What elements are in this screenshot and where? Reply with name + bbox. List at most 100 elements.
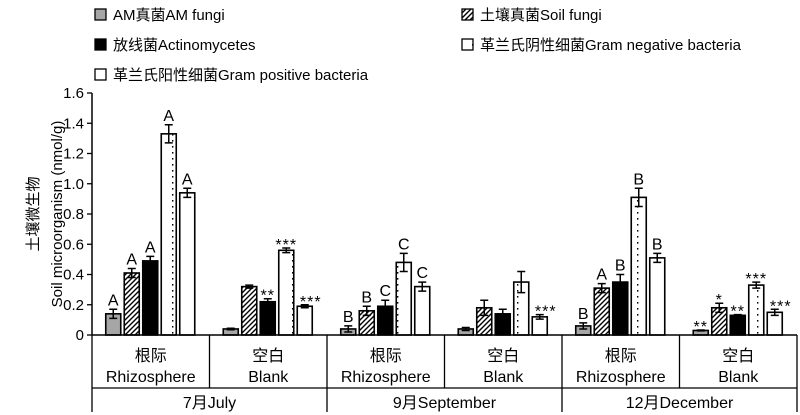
legend-label: AM真菌AM fungi [113,6,225,24]
y-tick-label: 1.2 [63,146,84,163]
y-tick-label: 0.2 [63,297,84,314]
significance-label: B [633,171,644,188]
month-label: 7月July [183,395,236,412]
y-tick-label: 0 [76,327,84,344]
error-bar [653,252,662,264]
bar-black [259,300,277,336]
bar-hatch [240,285,258,336]
significance-label: *** [300,294,322,311]
legend-label: 革兰氏阳性细菌Gram positive bacteria [113,67,369,84]
legend-swatch-black [94,38,107,51]
significance-label: ** [694,319,708,336]
error-bar [164,124,173,144]
error-bar [461,326,470,332]
significance-label: C [398,236,410,253]
significance-label: *** [275,237,297,254]
legend-swatch-white [94,68,107,81]
bar-white [413,285,431,336]
bar-dotted [630,196,648,336]
legend-label: 革兰氏阴性细菌Gram negative bacteria [480,37,742,54]
error-bar [535,313,544,320]
error-bar [579,322,588,330]
bar-white [178,192,196,336]
significance-label: ** [731,304,745,321]
bar-dotted [747,284,765,336]
group-label-cn: 根际 [135,346,167,365]
legend-label: 土壤真菌Soil fungi [480,6,602,24]
significance-label: A [163,108,174,125]
legend-swatch-hatch [461,8,474,21]
significance-label: B [361,289,372,306]
error-bar [183,187,192,199]
bar-dotted [160,133,178,336]
group-label: Rhizosphere [106,369,196,386]
significance-label: C [416,265,428,282]
group-label: Blank [248,369,289,386]
significance-label: A [145,239,156,256]
y-tick-label: 1.0 [63,176,84,193]
error-bar [362,305,371,317]
y-tick-label: 1.4 [63,115,84,132]
y-tick-label: 0.8 [63,206,84,223]
legend-swatch-gray [94,8,107,21]
significance-label: B [578,306,589,323]
significance-label: A [182,171,193,188]
significance-label: A [596,267,607,284]
significance-label: B [652,236,663,253]
group-label-cn: 根际 [370,346,402,365]
group-label: Rhizosphere [341,369,431,386]
y-tick-label: 0.6 [63,236,84,253]
bar-black [141,260,159,336]
error-bar [634,187,643,208]
significance-label: B [343,309,354,326]
group-label: Blank [718,369,759,386]
error-bar [770,308,779,317]
significance-label: ** [261,288,275,305]
bar-hatch [593,287,611,336]
group-label-cn: 根际 [605,346,637,365]
significance-label: A [126,251,137,268]
error-bar [109,308,118,320]
error-bar [498,308,507,320]
error-bar [127,267,136,279]
error-bar [696,329,705,332]
group-label-cn: 空白 [722,346,754,365]
significance-label: * [716,292,723,309]
y-tick-label: 0.4 [63,267,84,284]
significance-label: A [108,292,119,309]
error-bar [226,327,235,331]
month-label: 12月December [626,395,734,412]
error-bar [616,273,625,291]
error-bar [597,282,606,294]
error-bar [480,299,489,317]
group-label: Blank [483,369,524,386]
error-bar [282,247,291,254]
significance-label: B [615,258,626,275]
legend: AM真菌AM fungi 土壤真菌Soil fungi 放线菌Actinomycet… [94,6,742,84]
error-bar [263,297,272,306]
bar-hatch [123,272,141,336]
error-bar [517,270,526,294]
bar-white [648,257,666,336]
significance-label: *** [535,304,557,321]
error-bar [300,304,309,309]
error-bar [146,255,155,267]
month-label: 9月September [393,395,497,412]
y-axis-label: Soil microorganism (nmol/g) [49,121,66,308]
error-bar [715,302,724,314]
significance-label: C [379,283,391,300]
error-bar [381,299,390,314]
error-bar [733,313,742,317]
legend-label: 放线菌Actinomycetes [113,37,256,54]
group-label: Rhizosphere [576,369,666,386]
significance-label: *** [770,298,792,315]
error-bar [399,252,408,273]
group-label-cn: 空白 [252,346,284,365]
error-bar [418,281,427,292]
error-bar [245,284,254,289]
legend-swatch-dotted [461,38,474,51]
error-bar [344,325,353,333]
